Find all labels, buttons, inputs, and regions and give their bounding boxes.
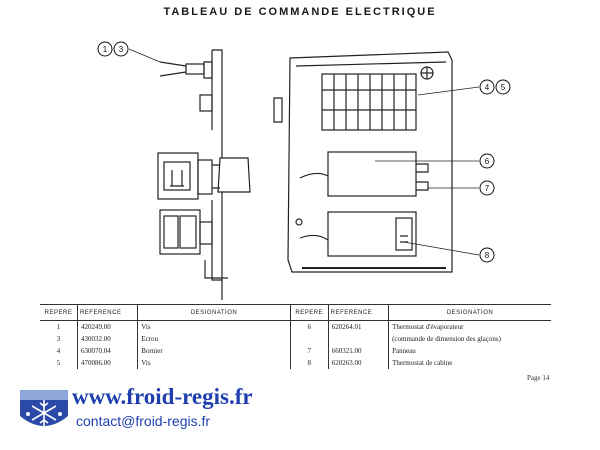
cell-repere: 6 — [289, 320, 329, 333]
cell-reference — [327, 333, 389, 345]
callout-4: 4 — [485, 83, 490, 92]
page-title: TABLEAU DE COMMANDE ELECTRIQUE — [163, 6, 437, 18]
callout-8: 8 — [485, 251, 490, 260]
cell-repere — [289, 333, 329, 345]
callout-circle — [495, 79, 511, 95]
callout-circle — [479, 180, 495, 196]
callout-3: 3 — [119, 45, 124, 54]
email-link[interactable]: contact@froid-regis.fr — [76, 413, 211, 429]
table-row: 5 470086.00 Vis 8 620263.00 Thermostat d… — [40, 357, 551, 369]
callout-circle — [479, 153, 495, 169]
column-header: DESIGNATION — [388, 304, 551, 321]
callout-1: 1 — [103, 45, 108, 54]
control-panel-drawing: 1 3 4 5 6 7 8 — [97, 41, 511, 300]
cell-reference: 660321.00 — [327, 345, 389, 357]
column-header: REPERE — [289, 304, 329, 321]
cell-designation: Vis — [137, 357, 291, 369]
cell-reference: 430032.00 — [76, 333, 138, 345]
callout-circle — [113, 41, 129, 57]
cell-repere: 3 — [56, 335, 61, 343]
table-row: 3 430032.00 Ecrou (commande de dimension… — [40, 333, 551, 345]
callout-circle — [479, 79, 495, 95]
cell-reference: 470086.00 — [76, 357, 138, 369]
column-header: REFERENCE — [327, 304, 389, 321]
cell-designation: Thermostat de cabine — [388, 357, 551, 369]
cell-reference: 620263.00 — [327, 357, 389, 369]
callout-6: 6 — [485, 157, 490, 166]
callout-circle — [97, 41, 113, 57]
page-number: Page 14 — [527, 374, 550, 382]
cell-designation: Ecrou — [137, 333, 291, 345]
parts-table: REPERE REFERENCE DESIGNATION REPERE REFE… — [40, 304, 551, 369]
callout-5: 5 — [501, 83, 506, 92]
snowflake-logo-icon — [20, 390, 68, 426]
website-link[interactable]: www.froid-regis.fr — [72, 384, 253, 409]
column-header: REPERE — [40, 304, 78, 321]
callout-circle — [479, 247, 495, 263]
column-header: REFERENCE — [76, 304, 138, 321]
cell-repere: 7 — [289, 345, 329, 357]
table-header-row: REPERE REFERENCE DESIGNATION REPERE REFE… — [40, 304, 551, 321]
cell-designation: Vis — [137, 320, 291, 333]
cell-repere: 5 — [56, 359, 61, 367]
cell-designation: Bornier — [137, 345, 291, 357]
table-row: 4 630070.04 Bornier 7 660321.00 Panneau — [40, 345, 551, 357]
column-header: DESIGNATION — [137, 304, 291, 321]
cell-designation: Thermostat d'évaporateur — [388, 320, 551, 333]
cell-reference: 620264.01 — [327, 320, 389, 333]
cell-repere: 1 — [56, 323, 61, 331]
cell-reference: 420249.00 — [76, 320, 138, 333]
callout-7: 7 — [485, 184, 490, 193]
cell-repere: 8 — [289, 357, 329, 369]
table-row: 1 420249.00 Vis 6 620264.01 Thermostat d… — [40, 320, 551, 333]
cell-designation: (commande de dimension des glaçons) — [388, 333, 551, 345]
cell-repere: 4 — [56, 347, 61, 355]
cell-reference: 630070.04 — [76, 345, 138, 357]
cell-designation: Panneau — [388, 345, 551, 357]
